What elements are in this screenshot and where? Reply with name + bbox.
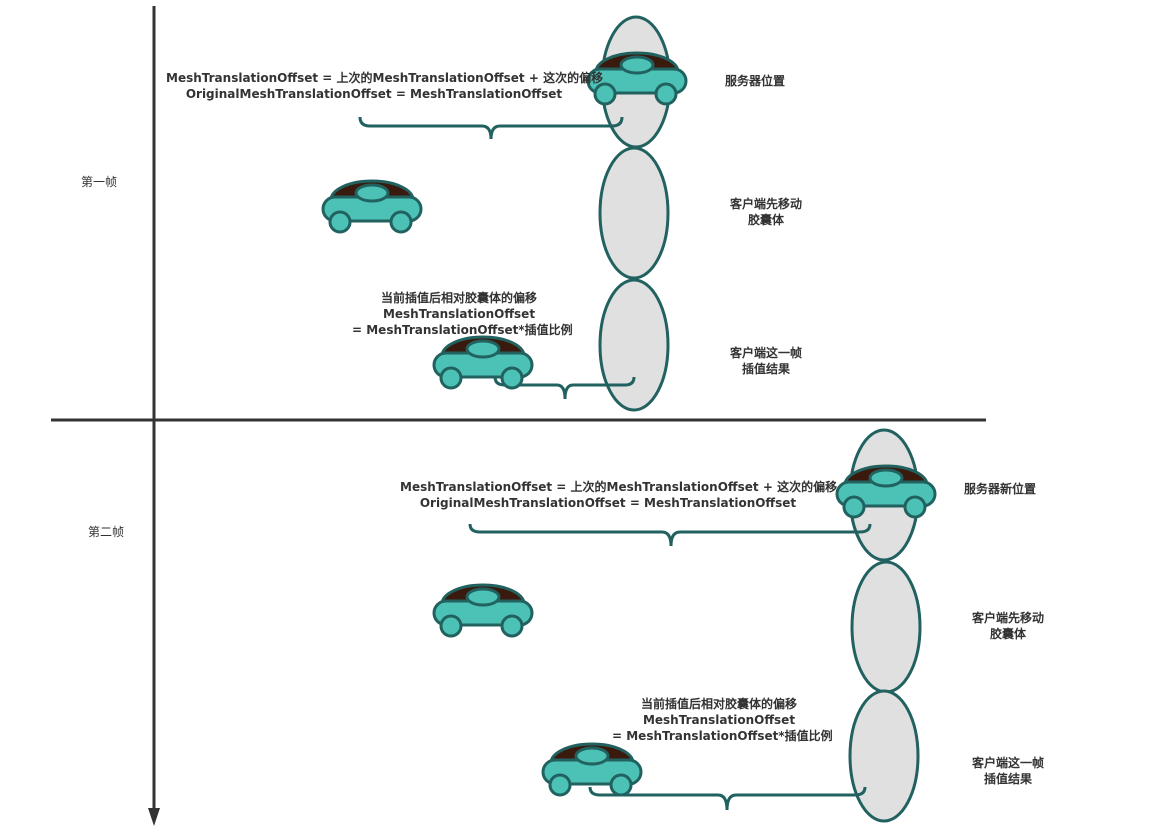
car-client-interp-2 xyxy=(541,742,643,797)
capsule-client-move xyxy=(598,146,670,280)
client-move-label-line-1: 客户端先移动 xyxy=(729,197,802,211)
client-move-label-2-line-2: 胶囊体 xyxy=(989,627,1026,641)
client-interp-label: 客户端这一帧 插值结果 xyxy=(726,345,806,377)
offset-formula: MeshTranslationOffset = 上次的MeshTranslati… xyxy=(166,70,604,102)
client-interp-label-line-1: 客户端这一帧 xyxy=(729,346,802,360)
capsule-client-move-2 xyxy=(850,560,922,694)
client-move-label-line-2: 胶囊体 xyxy=(747,213,784,227)
offset-formula-2: MeshTranslationOffset = 上次的MeshTranslati… xyxy=(400,479,838,511)
offset-formula-2-line-2: OriginalMeshTranslationOffset = MeshTran… xyxy=(419,496,797,510)
client-interp-label-line-2: 插值结果 xyxy=(741,362,790,376)
capsule-client-interp-2 xyxy=(848,689,920,823)
frame-1-label: 第一帧 xyxy=(81,175,118,189)
interp-formula-2-line-3: = MeshTranslationOffset*插值比例 xyxy=(612,729,833,743)
offset-brace xyxy=(358,116,624,140)
interp-formula-line-2: MeshTranslationOffset xyxy=(382,307,536,321)
offset-formula-line-1: MeshTranslationOffset = 上次的MeshTranslati… xyxy=(166,71,604,85)
car-client-interp xyxy=(432,335,534,390)
client-interp-label-2: 客户端这一帧 插值结果 xyxy=(966,755,1050,787)
server-new-position-label: 服务器新位置 xyxy=(964,482,1037,496)
interp-brace xyxy=(493,376,636,400)
interp-formula: 当前插值后相对胶囊体的偏移 MeshTranslationOffset = Me… xyxy=(352,290,573,338)
offset-brace-2 xyxy=(468,523,872,547)
car-client-move xyxy=(321,179,423,234)
client-interp-label-2-line-1: 客户端这一帧 xyxy=(971,756,1044,770)
offset-formula-line-2: OriginalMeshTranslationOffset = MeshTran… xyxy=(185,87,563,101)
interp-formula-2-line-2: MeshTranslationOffset xyxy=(642,713,796,727)
client-interp-label-2-line-2: 插值结果 xyxy=(983,772,1032,786)
offset-formula-2-line-1: MeshTranslationOffset = 上次的MeshTranslati… xyxy=(400,480,838,494)
client-move-label-2: 客户端先移动 胶囊体 xyxy=(966,610,1050,642)
frame-2-label: 第二帧 xyxy=(88,525,125,539)
interp-formula-line-3: = MeshTranslationOffset*插值比例 xyxy=(352,323,573,337)
interp-formula-line-1: 当前插值后相对胶囊体的偏移 xyxy=(380,291,537,305)
server-position-label: 服务器位置 xyxy=(725,74,786,88)
capsule-client-interp xyxy=(598,278,670,412)
interp-brace-2 xyxy=(588,786,867,811)
interp-formula-2-line-1: 当前插值后相对胶囊体的偏移 xyxy=(640,697,797,711)
car-client-move-2 xyxy=(432,583,534,638)
client-move-label: 客户端先移动 胶囊体 xyxy=(726,196,806,228)
client-move-label-2-line-1: 客户端先移动 xyxy=(971,611,1044,625)
axis-arrow-head xyxy=(148,808,160,826)
interp-formula-2: 当前插值后相对胶囊体的偏移 MeshTranslationOffset = Me… xyxy=(612,696,833,744)
